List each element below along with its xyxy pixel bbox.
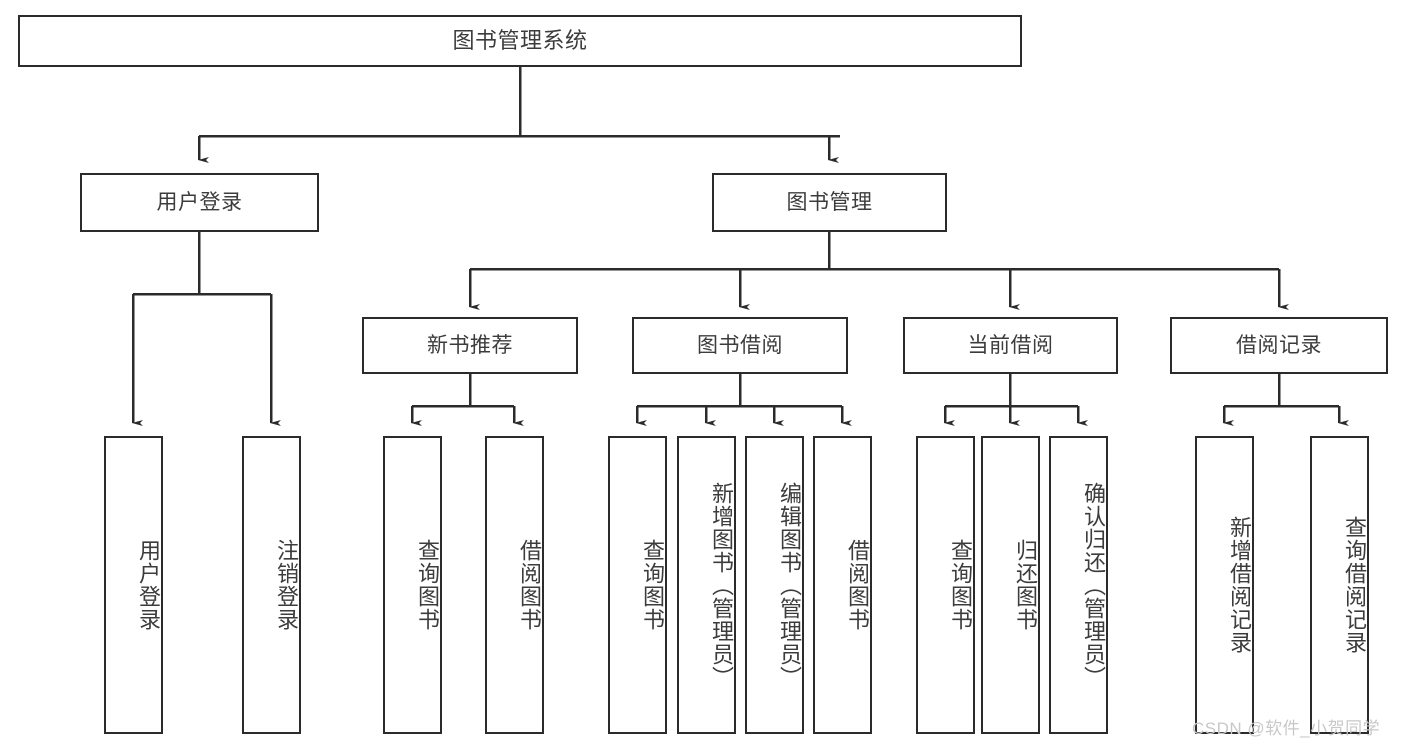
- node-new-book-recommend[interactable]: 新书推荐: [362, 317, 578, 374]
- leaf-newbook-query-book[interactable]: 查询图书: [383, 436, 442, 734]
- node-label: 图书借阅: [697, 333, 783, 357]
- node-label: 借阅图书: [517, 539, 542, 631]
- leaf-currentborrow-query-book[interactable]: 查询图书: [916, 436, 975, 734]
- csdn-watermark: CSDN @软件_小贺同学: [1192, 719, 1381, 738]
- node-current-borrow[interactable]: 当前借阅: [903, 317, 1118, 374]
- node-label: 借阅图书: [845, 539, 870, 631]
- leaf-bookborrow-borrow-book[interactable]: 借阅图书: [813, 436, 872, 734]
- node-user-login[interactable]: 用户登录: [80, 173, 319, 232]
- leaf-logout[interactable]: 注销登录: [242, 436, 301, 734]
- node-book-management[interactable]: 图书管理: [712, 173, 947, 232]
- node-root-book-management-system[interactable]: 图书管理系统: [18, 15, 1022, 67]
- node-label: 图书管理系统: [452, 27, 588, 53]
- node-label: 编辑图书（管理员）: [777, 481, 802, 689]
- node-label: 查询图书: [948, 539, 973, 631]
- node-label: 查询借阅记录: [1342, 516, 1367, 654]
- node-label: 借阅记录: [1236, 333, 1322, 357]
- node-label: 注销登录: [274, 539, 299, 631]
- leaf-bookborrow-edit-book-admin[interactable]: 编辑图书（管理员）: [745, 436, 804, 734]
- node-label: 归还图书: [1013, 539, 1038, 631]
- leaf-newbook-borrow-book[interactable]: 借阅图书: [485, 436, 544, 734]
- node-label: 新增借阅记录: [1227, 516, 1252, 654]
- node-label: 查询图书: [640, 539, 665, 631]
- leaf-bookborrow-query-book[interactable]: 查询图书: [608, 436, 667, 734]
- leaf-currentborrow-return-book[interactable]: 归还图书: [981, 436, 1040, 734]
- node-label: 确认归还（管理员）: [1081, 481, 1106, 689]
- leaf-borrowrecord-query-record[interactable]: 查询借阅记录: [1310, 436, 1369, 734]
- node-label: 图书管理: [786, 190, 873, 214]
- node-label: 新增图书（管理员）: [709, 481, 734, 689]
- node-label: 当前借阅: [967, 333, 1054, 357]
- leaf-borrowrecord-add-record[interactable]: 新增借阅记录: [1195, 436, 1254, 734]
- node-label: 用户登录: [136, 539, 161, 631]
- node-label: 查询图书: [415, 539, 440, 631]
- node-book-borrow[interactable]: 图书借阅: [632, 317, 848, 374]
- leaf-currentborrow-confirm-return-admin[interactable]: 确认归还（管理员）: [1049, 436, 1108, 734]
- leaf-user-login[interactable]: 用户登录: [104, 436, 163, 734]
- leaf-bookborrow-add-book-admin[interactable]: 新增图书（管理员）: [677, 436, 736, 734]
- node-label: 用户登录: [156, 190, 243, 214]
- node-label: 新书推荐: [427, 333, 513, 357]
- node-borrow-record[interactable]: 借阅记录: [1170, 317, 1388, 374]
